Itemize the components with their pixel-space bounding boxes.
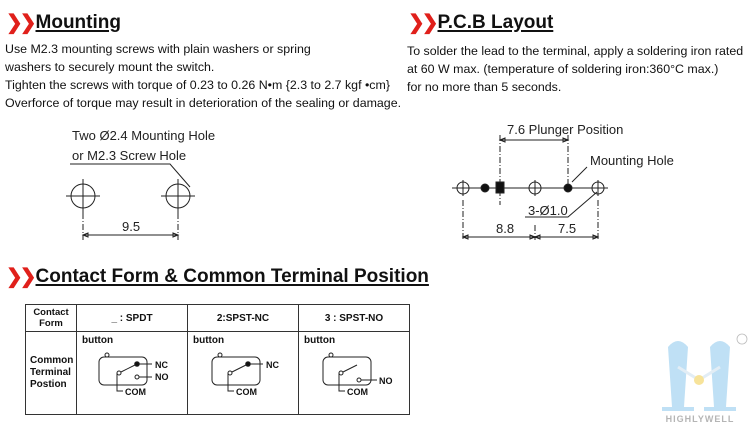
- svg-text:NC: NC: [266, 360, 279, 370]
- column-header: _ : SPDT: [76, 304, 188, 332]
- spdt-schematic-icon: NC NO COM: [98, 352, 169, 397]
- logo-text: HIGHLYWELL: [666, 414, 735, 424]
- pcb-text: To solder the lead to the terminal, appl…: [407, 42, 743, 96]
- svg-text:COM: COM: [125, 387, 146, 397]
- chevron-icon: ❯❯: [408, 12, 438, 34]
- mounting-drawing: Two Ø2.4 Mounting Hole or M2.3 Screw Hol…: [66, 128, 215, 240]
- button-label: button: [193, 335, 225, 346]
- svg-text:COM: COM: [347, 387, 368, 397]
- dimension-label: 7.5: [558, 221, 576, 236]
- spdt-cell: button NC NO COM: [76, 331, 188, 415]
- dimension-label: 9.5: [122, 219, 140, 234]
- text-line: Tighten the screws with torque of 0.23 t…: [5, 78, 390, 92]
- text-line: To solder the lead to the terminal, appl…: [407, 44, 744, 58]
- svg-text:NO: NO: [155, 372, 169, 382]
- mounting-heading: ❯❯Mounting: [6, 11, 121, 35]
- holes-label: 3-Ø1.0: [528, 203, 568, 218]
- pcb-drawing: 7.6 Plunger Position Mounting Hole 3-Ø1.…: [452, 122, 674, 240]
- svg-text:NO: NO: [379, 376, 393, 386]
- contact-heading: ❯❯Contact Form & Common Terminal Positio…: [6, 265, 429, 289]
- spst-no-schematic-icon: NO COM: [322, 352, 393, 397]
- mounting-label: or M2.3 Screw Hole: [72, 148, 186, 163]
- plunger-label: 7.6 Plunger Position: [507, 122, 623, 137]
- button-label: button: [304, 335, 336, 346]
- text-line: at 60 W max. (temperature of soldering i…: [407, 62, 719, 76]
- chevron-icon: ❯❯: [6, 12, 36, 34]
- button-label: button: [82, 335, 114, 346]
- mounting-text: Use M2.3 mounting screws with plain wash…: [5, 40, 401, 112]
- text-line: Use M2.3 mounting screws with plain wash…: [5, 42, 311, 56]
- text-line: Overforce of torque may result in deteri…: [5, 96, 402, 110]
- text-line: for no more than 5 seconds.: [407, 80, 562, 94]
- spst-nc-schematic-icon: NC COM: [211, 352, 279, 397]
- column-header: 2:SPST-NC: [187, 304, 299, 332]
- svg-text:NC: NC: [155, 360, 168, 370]
- text-line: washers to securely mount the switch.: [5, 60, 215, 74]
- mounting-hole-label: Mounting Hole: [590, 153, 674, 168]
- highlywell-logo: HIGHLYWELL: [662, 333, 748, 424]
- spst-no-cell: button NO COM: [298, 331, 410, 415]
- dimension-label: 8.8: [496, 221, 514, 236]
- mounting-label: Two Ø2.4 Mounting Hole: [72, 128, 215, 143]
- pcb-heading: ❯❯P.C.B Layout: [408, 11, 554, 35]
- column-header: 3 : SPST-NO: [298, 304, 410, 332]
- svg-text:COM: COM: [236, 387, 257, 397]
- spst-nc-cell: button NC COM: [187, 331, 299, 415]
- chevron-icon: ❯❯: [6, 266, 36, 288]
